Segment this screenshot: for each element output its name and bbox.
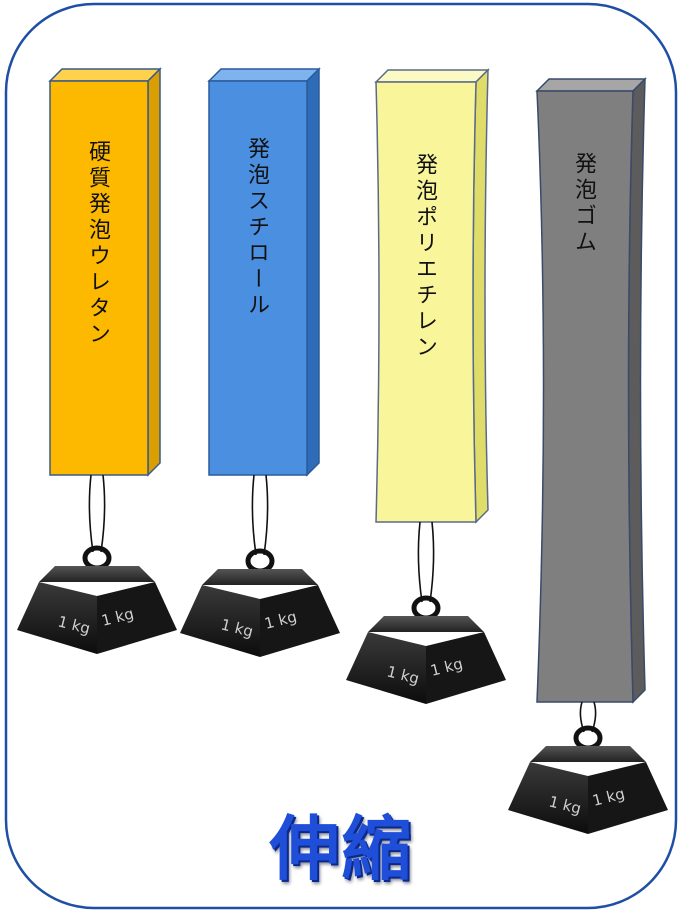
weight-top (202, 569, 318, 585)
outer-frame (4, 2, 678, 910)
block-styrofoam-front (208, 80, 308, 476)
weight-face-right (97, 582, 177, 654)
weight-top (39, 566, 155, 582)
label-urethane: 硬質発泡ウレタン (85, 140, 110, 348)
weight-face-left (346, 632, 426, 704)
block-styrofoam-top (207, 68, 321, 82)
weight-top (530, 746, 646, 762)
block-polyethylene (374, 68, 490, 524)
weight-string (88, 474, 94, 553)
weight-face-left (508, 762, 588, 834)
block-urethane-front (49, 80, 149, 476)
weight-face-right (260, 585, 340, 657)
weight-top (368, 616, 484, 632)
block-styrofoam (207, 67, 321, 477)
weight-string (417, 521, 423, 603)
block-polyethylene-top (374, 69, 490, 83)
weight-face-left (17, 582, 97, 654)
block-rubber-top (535, 78, 647, 92)
weight-string (100, 474, 106, 553)
block-rubber (535, 77, 647, 704)
block-urethane (48, 67, 162, 477)
block-styrofoam-side (306, 67, 320, 477)
label-polyethylene: 発泡ポリエチレン (412, 153, 437, 361)
block-urethane-top (48, 68, 162, 82)
block-polyethylene-front (375, 81, 477, 523)
block-rubber-front (536, 90, 634, 703)
title: 伸縮 (269, 808, 414, 890)
weight-string (429, 521, 435, 603)
label-rubber: 発泡ゴム (571, 152, 596, 256)
weight-face-left (180, 585, 260, 657)
block-urethane-side (147, 67, 161, 477)
weight-face-right (426, 632, 506, 704)
weight-string (263, 474, 269, 556)
label-styrofoam: 発泡スチロール (244, 137, 269, 319)
weight-face-right (588, 762, 668, 834)
weight-string (251, 474, 257, 556)
